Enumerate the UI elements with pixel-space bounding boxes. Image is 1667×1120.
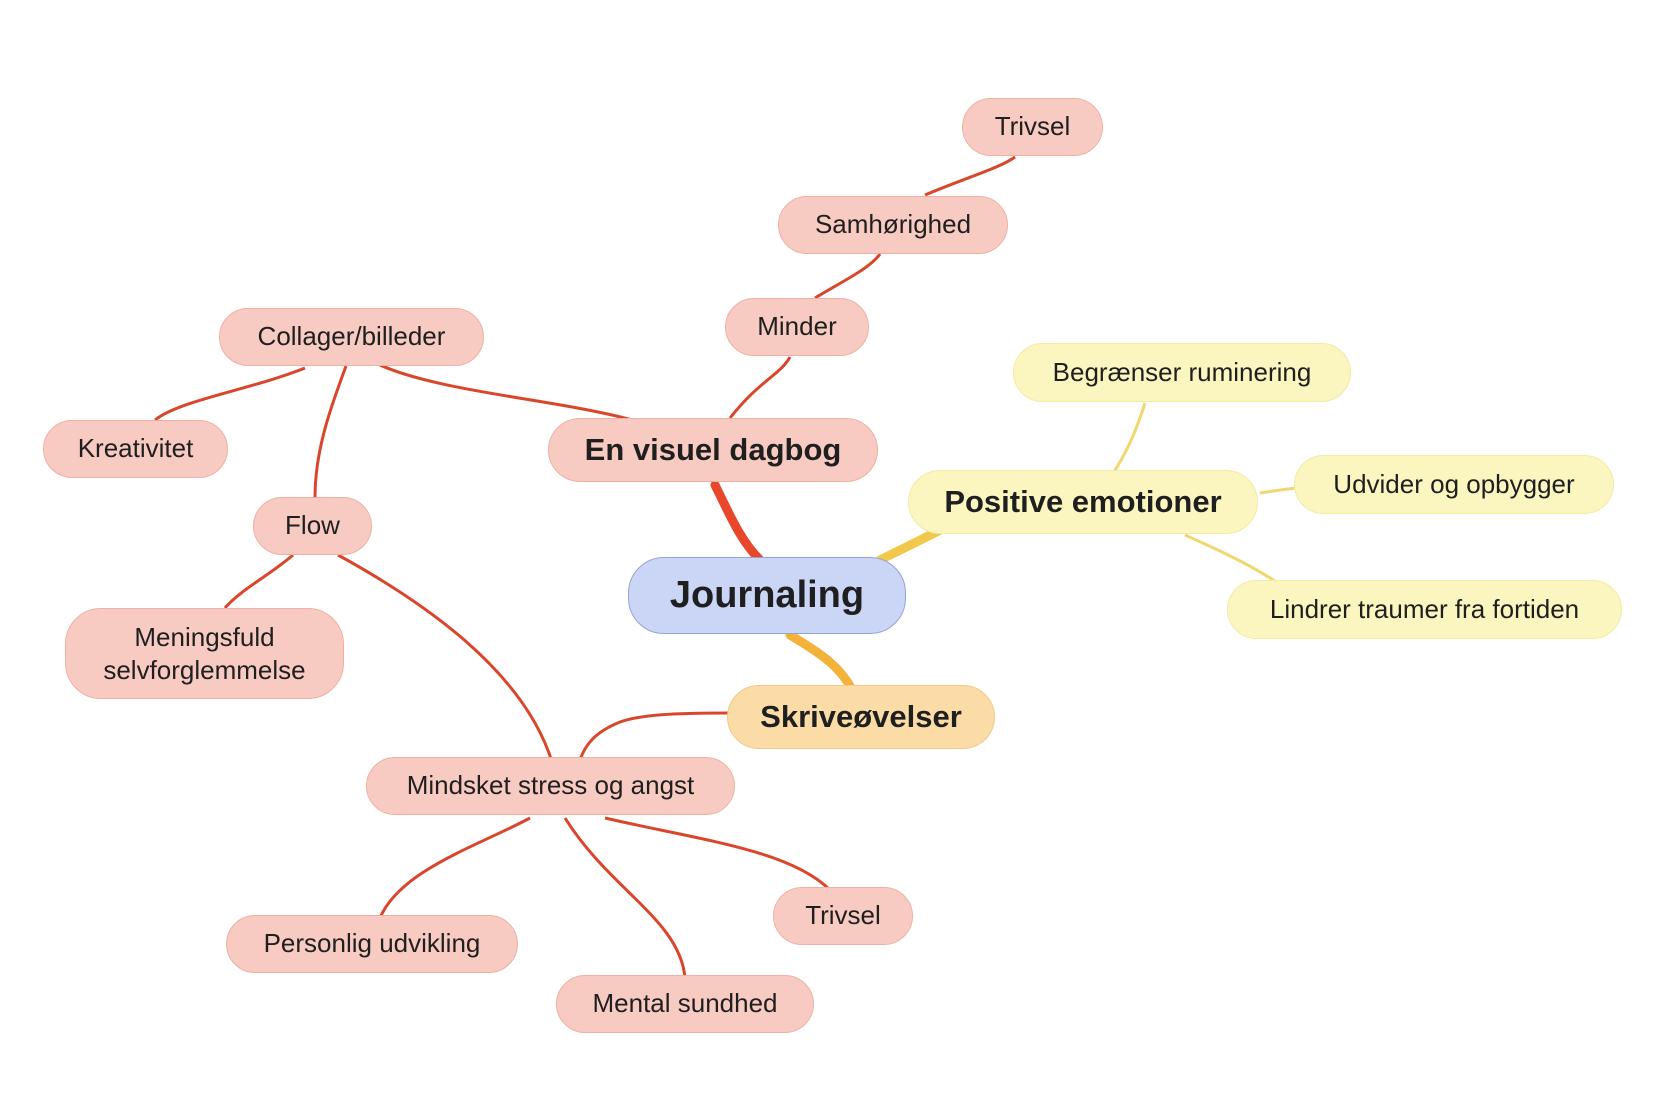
node-relieves-trauma[interactable]: Lindrer traumer fra fortiden — [1227, 580, 1622, 639]
root-node-journaling[interactable]: Journaling — [628, 557, 906, 634]
link-diary-collage — [379, 363, 633, 422]
link-diary-memories — [728, 356, 792, 419]
node-visual-diary[interactable]: En visuel dagbog — [548, 418, 878, 482]
node-reduced-stress[interactable]: Mindsket stress og angst — [366, 757, 735, 815]
node-wellbeing-bottom[interactable]: Trivsel — [773, 887, 913, 945]
node-collage[interactable]: Collager/billeder — [219, 308, 484, 366]
link-stress-personal-growth — [378, 816, 531, 919]
node-belonging[interactable]: Samhørighed — [778, 196, 1008, 254]
link-root-visual-diary — [710, 480, 765, 565]
node-broadens-builds[interactable]: Udvider og opbygger — [1294, 455, 1614, 514]
link-collage-flow — [313, 365, 348, 499]
link-positive-rumination — [1110, 402, 1147, 476]
link-stress-mental-health — [563, 817, 687, 979]
node-writing-exercises[interactable]: Skriveøvelser — [727, 685, 995, 749]
node-wellbeing-top[interactable]: Trivsel — [962, 98, 1103, 156]
node-flow[interactable]: Flow — [253, 497, 372, 555]
link-flow-stress — [337, 553, 555, 766]
link-flow-meaningful — [223, 553, 294, 609]
node-positive-emotions[interactable]: Positive emotioner — [908, 470, 1258, 534]
link-writing-stress — [578, 711, 731, 761]
link-stress-wellbeing — [604, 816, 832, 892]
node-creativity[interactable]: Kreativitet — [43, 420, 228, 478]
link-memories-belonging — [814, 253, 882, 300]
node-limits-rumination[interactable]: Begrænser ruminering — [1013, 343, 1351, 402]
node-personal-growth[interactable]: Personlig udvikling — [226, 915, 518, 973]
link-collage-creativity — [154, 366, 306, 422]
node-meaningful-selfforgetting[interactable]: Meningsfuld selvforglemmelse — [65, 608, 344, 699]
link-root-writing-exercises — [785, 630, 857, 695]
node-mental-health[interactable]: Mental sundhed — [556, 975, 814, 1033]
node-memories[interactable]: Minder — [725, 298, 869, 356]
link-belonging-wellbeing — [924, 155, 1016, 197]
